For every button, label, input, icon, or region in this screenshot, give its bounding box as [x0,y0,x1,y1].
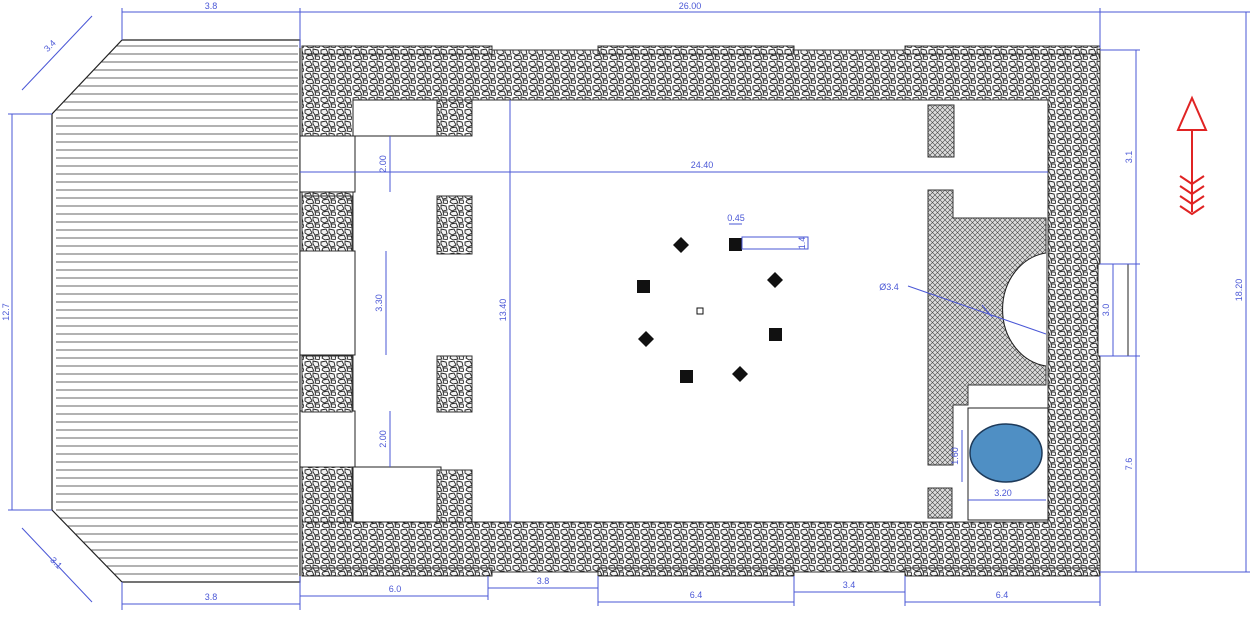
dim-basin-width: 3.20 [994,488,1012,498]
dim-right-door: 3.0 [1101,304,1111,317]
main-walls [299,45,1129,577]
column [637,280,650,293]
dim-bottom-1: 6.0 [389,584,402,594]
dim-opening-3: 2.00 [378,430,388,448]
dimension-lines [8,8,1250,610]
column [729,238,742,251]
dim-right-lower: 7.6 [1124,458,1134,471]
apse [927,104,1049,521]
dim-column-size: 0.45 [727,213,745,223]
north-arrow-icon [1176,95,1208,216]
column [673,237,689,253]
column [680,370,693,383]
dim-top-porch: 3.8 [205,1,218,11]
column [732,366,748,382]
dim-bottom-4: 3.4 [843,580,856,590]
dim-column-gap: 1.4 [797,237,807,250]
porch [51,39,301,583]
dim-apse-diameter: Ø3.4 [879,282,899,292]
dim-bottom-2: 3.8 [537,576,550,586]
column [767,272,783,288]
dim-basin-depth: 1.60 [950,447,960,465]
dim-diag-top: 3.4 [42,38,58,54]
dim-left-height: 12.7 [1,303,11,321]
dim-right-total: 18.20 [1234,279,1244,302]
dim-right-upper: 3.1 [1124,151,1134,164]
dimension-labels: 26.00 3.8 3.4 3.1 12.7 18.20 3.1 3.0 7.6… [1,1,1244,602]
dim-bottom-3: 6.4 [690,590,703,600]
dim-opening-2: 3.30 [374,294,384,312]
columns [637,237,783,383]
dim-bottom-5: 6.4 [996,590,1009,600]
dim-inner-length: 24.40 [691,160,714,170]
inner-piers [301,99,473,523]
center-marker [696,307,704,315]
column [769,328,782,341]
dim-diag-bottom: 3.1 [48,555,64,571]
dim-top-total: 26.00 [679,1,702,11]
dim-inner-width: 13.40 [498,299,508,322]
basin [969,423,1043,483]
dim-opening-1: 2.00 [378,155,388,173]
dim-bottom-porch: 3.8 [205,592,218,602]
column [638,331,654,347]
